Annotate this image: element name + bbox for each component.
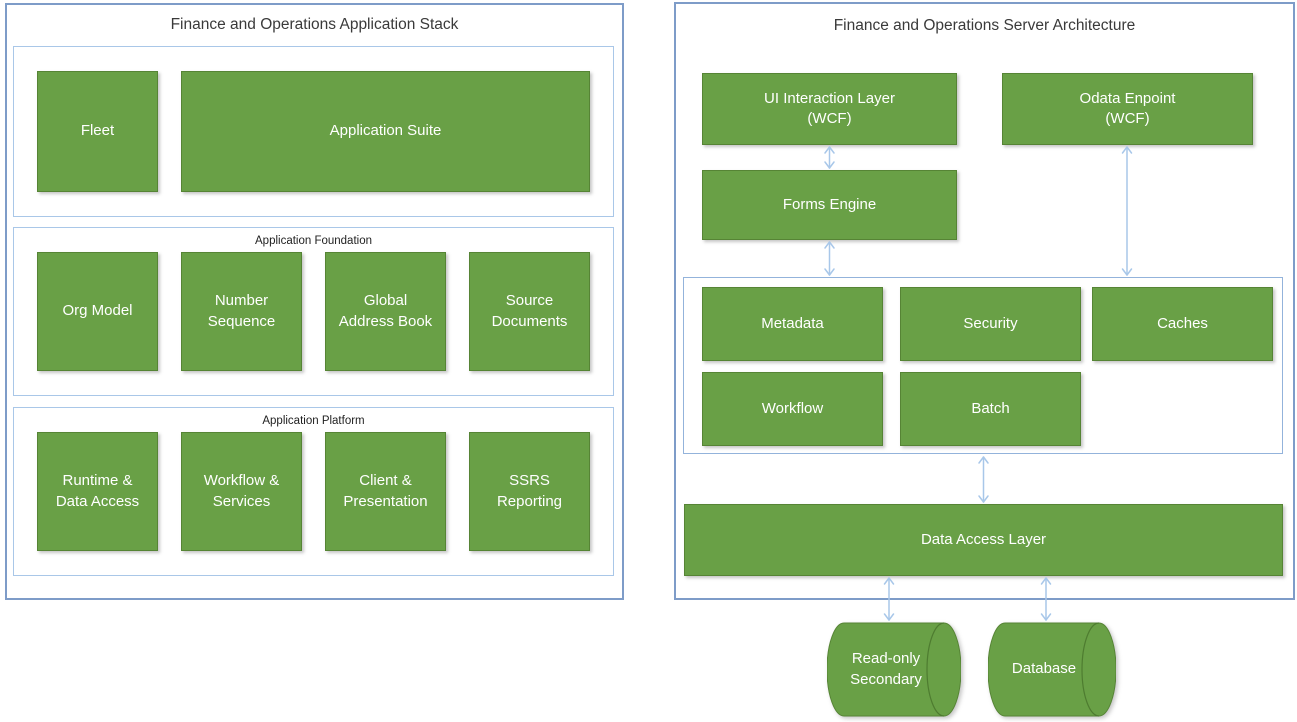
box-global-address-book: Global Address Book: [325, 252, 446, 371]
platform-section-label: Application Platform: [262, 415, 365, 427]
box-application-suite: Application Suite: [181, 71, 590, 192]
platform-section: [13, 407, 614, 576]
kernel-container: [683, 277, 1283, 454]
box-metadata: Metadata: [702, 287, 883, 361]
box-odata-endpoint: Odata Enpoint (WCF): [1002, 73, 1253, 145]
database-label: Database: [1011, 660, 1077, 678]
box-batch: Batch: [900, 372, 1081, 446]
box-workflow-services: Workflow & Services: [181, 432, 302, 551]
box-ssrs-reporting: SSRS Reporting: [469, 432, 590, 551]
box-ui-interaction-layer: UI Interaction Layer (WCF): [702, 73, 957, 145]
box-caches: Caches: [1092, 287, 1273, 361]
box-fleet: Fleet: [37, 71, 158, 192]
foundation-section: [13, 227, 614, 396]
box-workflow: Workflow: [702, 372, 883, 446]
read-only-secondary-cylinder: [827, 622, 961, 717]
application-stack-title: Finance and Operations Application Stack: [170, 16, 459, 33]
foundation-section-label: Application Foundation: [255, 235, 372, 247]
read-only-secondary-label: Read-only Secondary: [850, 650, 922, 688]
box-runtime-data-access: Runtime & Data Access: [37, 432, 158, 551]
box-data-access-layer: Data Access Layer: [684, 504, 1283, 576]
suite-section: [13, 46, 614, 217]
server-architecture-title: Finance and Operations Server Architectu…: [833, 17, 1136, 34]
box-security: Security: [900, 287, 1081, 361]
box-source-documents: Source Documents: [469, 252, 590, 371]
database-cylinder: [988, 622, 1116, 717]
box-client-presentation: Client & Presentation: [325, 432, 446, 551]
server-architecture-panel: [674, 2, 1295, 600]
box-forms-engine: Forms Engine: [702, 170, 957, 240]
application-stack-panel: [5, 3, 624, 600]
box-org-model: Org Model: [37, 252, 158, 371]
box-number-sequence: Number Sequence: [181, 252, 302, 371]
